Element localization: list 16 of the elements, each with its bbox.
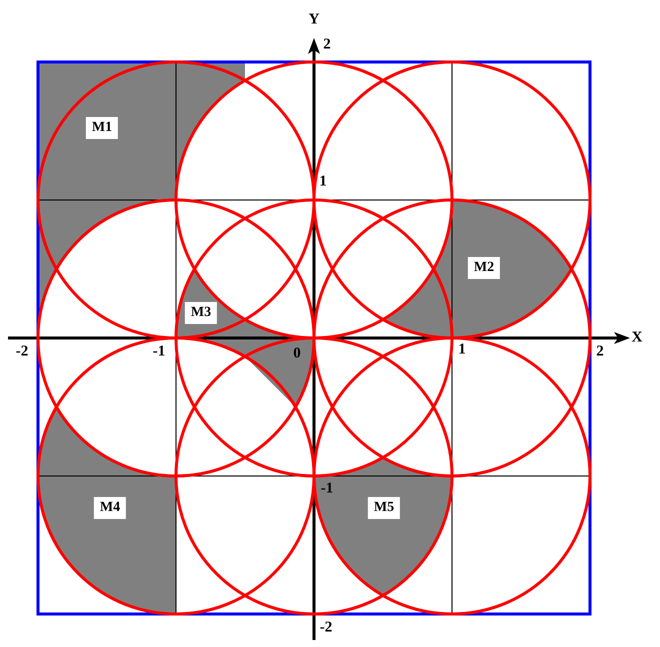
region-label: M5 (368, 497, 400, 519)
tick-label: -2 (320, 620, 332, 636)
tick-label: 1 (458, 342, 466, 358)
axis-label: Y (308, 12, 320, 28)
axis-label: X (632, 330, 642, 346)
region-label: M2 (468, 257, 500, 279)
region-label: M3 (184, 302, 218, 324)
tick-label: 0 (293, 346, 301, 362)
tick-label: -1 (152, 344, 166, 360)
tick-label: 2 (323, 38, 331, 52)
region-label: M1 (86, 117, 118, 139)
tick-label: 1 (319, 174, 327, 190)
region-label: M4 (94, 497, 126, 519)
tick-label: 2 (596, 344, 604, 360)
tick-label: -1 (320, 482, 334, 496)
tick-label: -2 (16, 344, 28, 360)
